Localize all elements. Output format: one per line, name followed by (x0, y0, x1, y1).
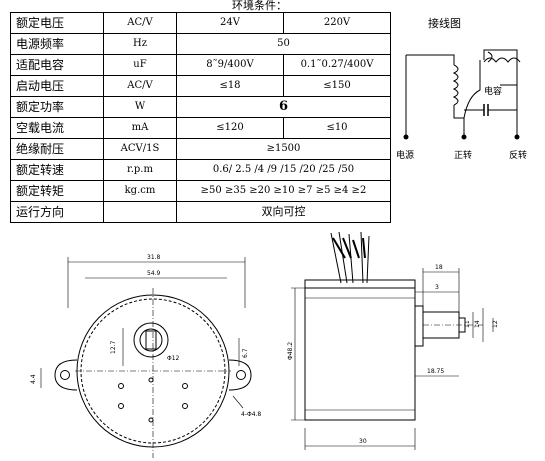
dim-shaft-offset: 12.7 (110, 340, 117, 354)
param-label: 额定转矩 (10, 180, 104, 202)
param-label: 空载电流 (10, 117, 104, 139)
dim-inner: 54.9 (147, 270, 161, 277)
table-row: 适配电容 uF 8˜9/400V 0.1˜0.27/400V (10, 54, 391, 76)
table-row: 运行方向 双向可控 (10, 201, 391, 223)
mount-ear-right (228, 359, 252, 391)
dim-shaft-d3: 12 (492, 320, 499, 328)
dim-flange: 3 (435, 284, 439, 291)
power-label: 电源 (396, 149, 414, 161)
dim-base: 18.75 (427, 368, 444, 375)
wiring-diagram-title: 接线图 (428, 17, 461, 30)
param-label: 电源频率 (10, 33, 104, 55)
dim-mount-height: 6.7 (242, 348, 249, 358)
param-label: 额定功率 (10, 96, 104, 118)
value-cell: ≥1500 (176, 138, 391, 160)
dim-body-dia: Φ48.2 (287, 342, 294, 360)
param-label: 适配电容 (10, 54, 104, 76)
voltage-24v-header: 24V (176, 12, 284, 34)
coil-left (452, 64, 459, 106)
unit-cell: AC/V (103, 12, 177, 34)
dim-shaft-d1: 11 (464, 320, 471, 328)
param-label: 额定转速 (10, 159, 104, 181)
table-row: 额定功率 W 6 (10, 96, 391, 118)
unit-cell: uF (103, 54, 177, 76)
param-label: 运行方向 (10, 201, 104, 223)
shaft-boss (133, 322, 169, 358)
unit-cell: mA (103, 117, 177, 139)
dim-depth: 30 (359, 438, 367, 445)
environment-conditions-title: 环境条件： (232, 0, 287, 12)
value-cell: ≥50 ≥35 ≥20 ≥10 ≥7 ≥5 ≥4 ≥2 (176, 180, 391, 202)
table-row: 空载电流 mA ≤120 ≤10 (10, 117, 391, 139)
table-row: 额定电压 AC/V 24V 220V (10, 12, 391, 34)
terminal-reverse (514, 134, 520, 140)
value-24v-cell: ≤120 (176, 117, 284, 139)
value-cell: 50 (176, 33, 391, 55)
terminal-power (403, 134, 409, 140)
capacitor-label: 电容 (484, 85, 502, 97)
voltage-220v-header: 220V (283, 12, 391, 34)
mount-ear-left (54, 359, 78, 391)
table-row: 绝缘耐压 ACV/1S ≥1500 (10, 138, 391, 160)
dim-holes: 4-Φ4.8 (241, 411, 261, 418)
unit-cell (103, 201, 177, 223)
value-220v-cell: ≤10 (283, 117, 391, 139)
unit-cell: Hz (103, 33, 177, 55)
lead-wire (330, 232, 342, 284)
wiring-diagram: 电容 电源 正转 反转 (396, 49, 527, 161)
side-view-drawing: Φ48.2 30 18 3 11 14 12 18.75 (287, 231, 499, 450)
spec-table: 额定电压 AC/V 24V 220V 电源频率 Hz 50 适配电容 uF 8˜… (10, 12, 391, 223)
table-row: 额定转速 r.p.m 0.6/ 2.5 /4 /9 /15 /20 /25 /5… (10, 159, 391, 181)
value-cell: 6 (176, 96, 391, 118)
table-row: 额定转矩 kg.cm ≥50 ≥35 ≥20 ≥10 ≥7 ≥5 ≥4 ≥2 (10, 180, 391, 202)
value-24v-cell: ≤18 (176, 75, 284, 97)
value-220v-cell: ≤150 (283, 75, 391, 97)
param-label: 额定电压 (10, 12, 104, 34)
coil-right (483, 57, 521, 63)
value-24v-cell: 8˜9/400V (176, 54, 284, 76)
terminal-forward (461, 134, 467, 140)
value-cell: 双向可控 (176, 201, 391, 223)
motor-body-side (304, 287, 416, 421)
table-row: 电源频率 Hz 50 (10, 33, 391, 55)
dim-shaft-d2: 14 (474, 320, 481, 328)
dim-shaft-len: 18 (435, 264, 443, 271)
dim-overall: 31.8 (147, 254, 161, 261)
value-cell: 0.6/ 2.5 /4 /9 /15 /20 /25 /50 (176, 159, 391, 181)
param-label: 绝缘耐压 (10, 138, 104, 160)
param-label: 启动电压 (10, 75, 104, 97)
table-row: 启动电压 AC/V ≤18 ≤150 (10, 75, 391, 97)
dim-shaft-dia: Φ12 (167, 355, 180, 362)
front-view-drawing: 31.8 54.9 12.7 Φ12 6.7 4.4 4-Φ4.8 (30, 254, 261, 458)
unit-cell: ACV/1S (103, 138, 177, 160)
forward-label: 正转 (454, 149, 472, 161)
unit-cell: W (103, 96, 177, 118)
reverse-label: 反转 (509, 149, 527, 161)
dim-left-height: 4.4 (30, 374, 37, 384)
value-220v-cell: 0.1˜0.27/400V (283, 54, 391, 76)
unit-cell: r.p.m (103, 159, 177, 181)
unit-cell: kg.cm (103, 180, 177, 202)
unit-cell: AC/V (103, 75, 177, 97)
